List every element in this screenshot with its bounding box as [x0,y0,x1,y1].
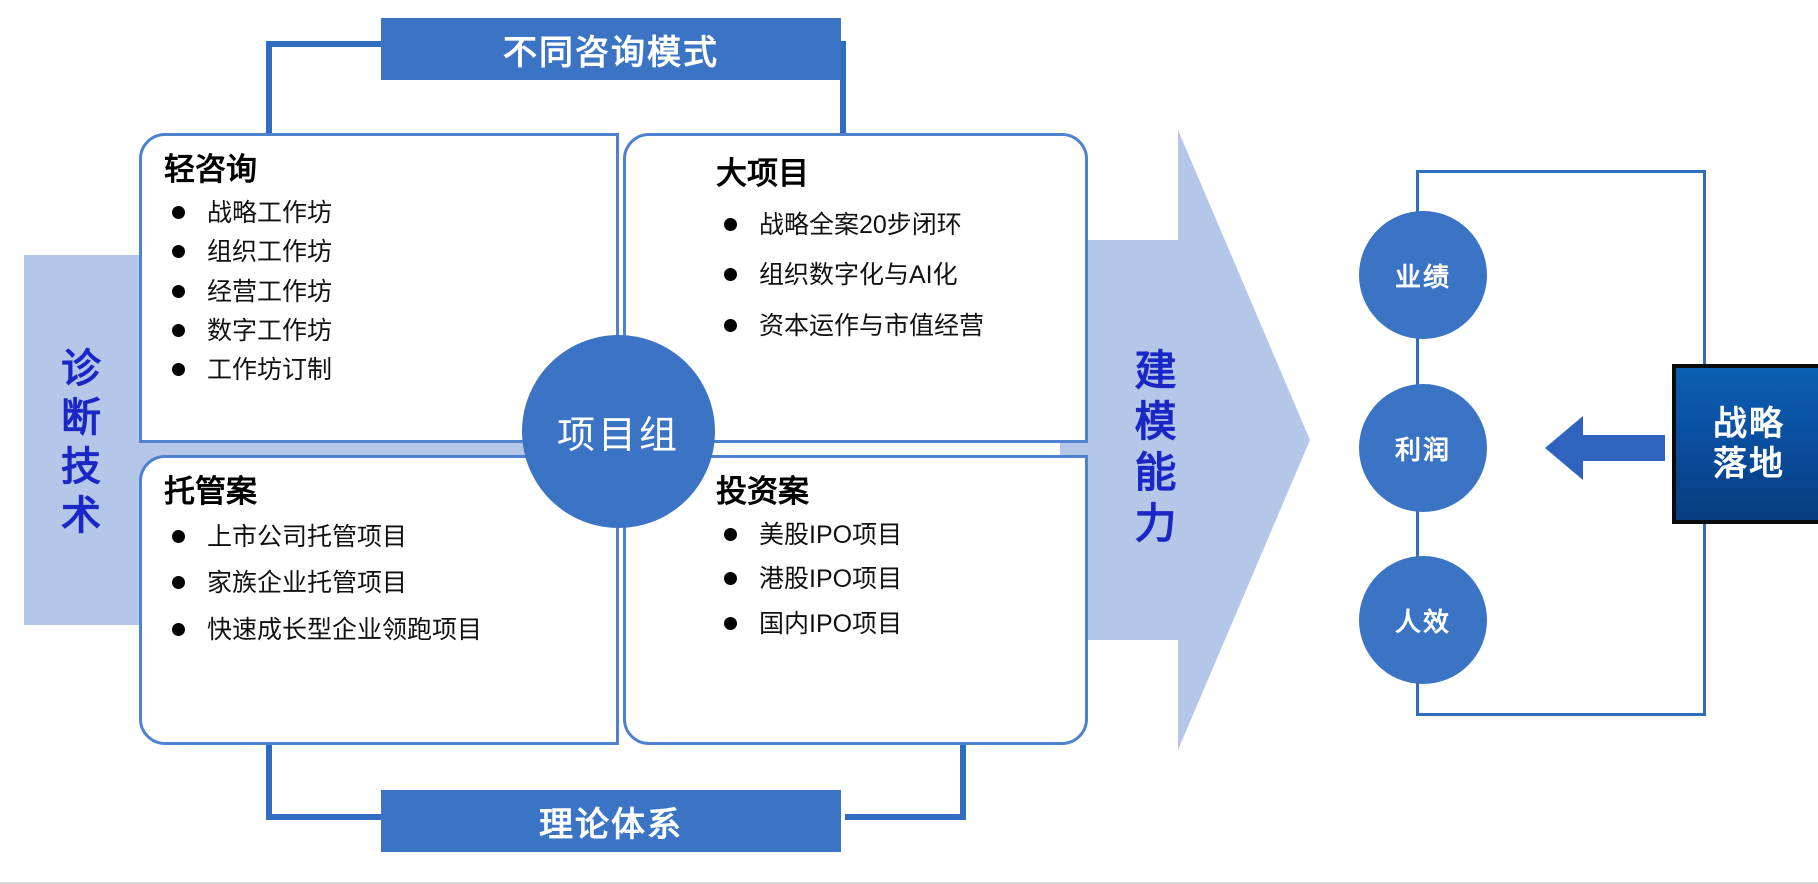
card-investment[interactable]: 投资案 美股IPO项目 港股IPO项目 国内IPO项目 [623,455,1088,745]
card-bullet-list: 上市公司托管项目 家族企业托管项目 快速成长型企业领跑项目 [164,519,616,648]
card-title: 投资案 [716,474,809,509]
bullet-icon [172,363,185,376]
list-item-label: 数字工作坊 [207,316,333,345]
card-bullet-list: 战略工作坊 组织工作坊 经营工作坊 数字工作坊 工作坊订制 [164,195,616,388]
list-item-label: 组织数字化与AI化 [759,261,958,290]
list-item: 经营工作坊 [164,274,616,310]
left-arrow-icon [1545,416,1665,480]
bullet-icon [172,530,185,543]
bullet-icon [724,268,737,282]
kpi-circle-efficiency[interactable]: 人效 [1359,556,1487,684]
banner-bottom-label: 理论体系 [539,805,683,844]
modeling-arrow-label: 建模能力 [1129,348,1176,552]
card-title: 大项目 [716,156,809,191]
card-bullet-list: 美股IPO项目 港股IPO项目 国内IPO项目 [716,517,1085,642]
list-item: 家族企业托管项目 [164,565,616,601]
list-item: 工作坊订制 [164,352,616,388]
project-team-label: 项目组 [556,415,680,457]
list-item: 国内IPO项目 [716,606,1085,642]
bullet-icon [724,572,737,586]
connector-top-left-horizontal [266,41,386,47]
strategy-landing-box[interactable]: 战略 落地 [1672,364,1818,524]
connector-bottom-left-vertical [266,742,272,820]
bullet-icon [724,218,737,231]
list-item-label: 战略工作坊 [207,199,333,227]
card-big-project[interactable]: 大项目 战略全案20步闭环 组织数字化与AI化 资本运作与市值经营 [623,133,1088,443]
strategy-landing-line2: 落地 [1713,445,1785,483]
list-item-label: 工作坊订制 [207,356,333,384]
list-item: 数字工作坊 [164,313,616,349]
connector-top-left-vertical [266,41,272,141]
list-item: 快速成长型企业领跑项目 [164,612,616,648]
kpi-bracket-top-horizontal [1416,170,1706,173]
kpi-circle-profit[interactable]: 利润 [1359,384,1487,512]
bottom-divider [0,882,1818,884]
kpi-label: 业绩 [1394,261,1451,292]
banner-top-label: 不同咨询模式 [503,33,719,72]
list-item-label: 港股IPO项目 [759,565,903,594]
diagnosis-band-label: 诊断技术 [55,347,99,543]
bullet-icon [172,245,185,259]
card-title: 轻咨询 [164,152,257,187]
connector-top-right-vertical [840,41,846,141]
connector-bottom-right-horizontal [845,814,966,820]
strategy-landing-line1: 战略 [1713,404,1785,443]
kpi-bracket-bottom-horizontal [1416,713,1706,716]
bullet-icon [172,206,185,219]
bullet-icon [172,576,185,590]
list-item-label: 国内IPO项目 [759,609,903,638]
kpi-label: 人效 [1394,606,1451,637]
kpi-label: 利润 [1394,434,1451,465]
list-item-label: 美股IPO项目 [759,521,903,549]
connector-bottom-left-horizontal [266,814,386,820]
list-item: 美股IPO项目 [716,517,1085,553]
list-item-label: 组织工作坊 [207,238,333,267]
list-item: 战略全案20步闭环 [716,207,1085,243]
list-item: 港股IPO项目 [716,561,1085,597]
list-item: 战略工作坊 [164,195,616,231]
list-item: 组织数字化与AI化 [716,257,1085,293]
list-item: 资本运作与市值经营 [716,308,1085,344]
list-item-label: 快速成长型企业领跑项目 [207,615,483,644]
list-item: 上市公司托管项目 [164,519,616,555]
card-title: 托管案 [164,474,257,509]
connector-bottom-right-vertical [960,742,966,820]
list-item-label: 家族企业托管项目 [207,569,408,598]
bullet-icon [724,318,737,332]
kpi-circle-performance[interactable]: 业绩 [1359,211,1487,339]
bullet-icon [172,323,185,337]
list-item-label: 战略全案20步闭环 [759,211,962,239]
card-bullet-list: 战略全案20步闭环 组织数字化与AI化 资本运作与市值经营 [716,207,1085,344]
bullet-icon [172,284,185,298]
list-item-label: 资本运作与市值经营 [759,311,985,340]
list-item: 组织工作坊 [164,234,616,270]
card-trusteeship[interactable]: 托管案 上市公司托管项目 家族企业托管项目 快速成长型企业领跑项目 [139,455,619,745]
modeling-arrow [1060,130,1310,750]
list-item-label: 经营工作坊 [207,277,333,306]
banner-top: 不同咨询模式 [381,18,841,80]
project-team-circle[interactable]: 项目组 [522,335,715,528]
bullet-icon [724,616,737,630]
banner-bottom: 理论体系 [381,790,841,852]
bullet-icon [724,528,737,541]
bullet-icon [172,622,185,636]
list-item-label: 上市公司托管项目 [207,523,408,551]
